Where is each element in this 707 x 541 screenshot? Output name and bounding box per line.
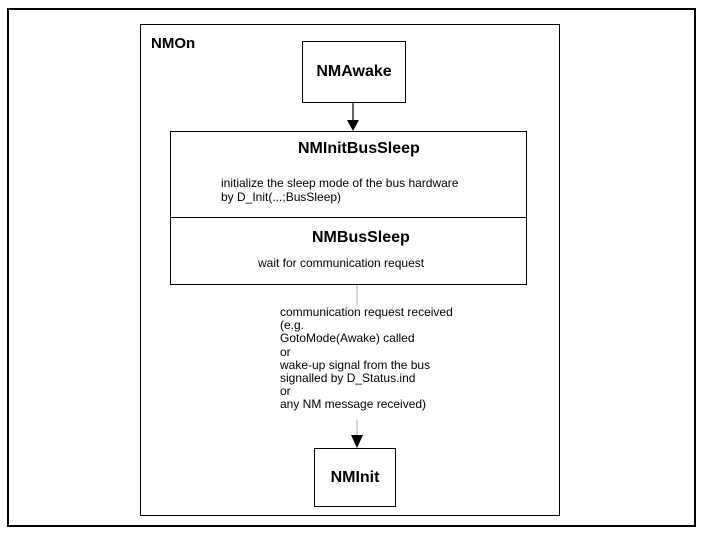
condition-line: or	[280, 344, 291, 359]
condition-line: signalled by D_Status.ind	[280, 371, 416, 386]
nmawake-label: NMAwake	[316, 63, 392, 80]
condition-line: (e.g.	[280, 318, 305, 333]
nmon-state-label: NMOn	[151, 35, 196, 52]
nmon-state	[140, 24, 560, 516]
nmbussleep-description: wait for communication request	[258, 256, 425, 270]
transition-condition: communication request received (e.g. Got…	[280, 305, 453, 412]
condition-line: GotoMode(Awake) called	[280, 331, 415, 346]
condition-line: communication request received	[280, 305, 453, 319]
nminit-label: NMInit	[330, 468, 380, 486]
nmbussleep-label: NMBusSleep	[312, 229, 410, 246]
condition-line: or	[280, 384, 291, 399]
bus-sleep-composite-state	[170, 131, 527, 285]
condition-line: wake-up signal from the bus	[280, 357, 431, 372]
condition-to-init-arrowhead	[351, 435, 363, 448]
nminitbussleep-description-line: by D_Init(...;BusSleep)	[221, 190, 342, 204]
nminitbussleep-label: NMInitBusSleep	[298, 140, 420, 157]
awake-to-bussleep-arrowhead	[347, 120, 359, 131]
composite-divider	[170, 217, 527, 218]
condition-line: any NM message received)	[280, 397, 427, 412]
nminitbussleep-description: initialize the sleep mode of the bus har…	[221, 176, 458, 204]
nmawake-state: NMAwake	[302, 41, 406, 103]
diagram-frame	[7, 8, 696, 527]
nminit-state: NMInit	[314, 448, 396, 507]
nminitbussleep-description-line: initialize the sleep mode of the bus har…	[221, 176, 459, 190]
